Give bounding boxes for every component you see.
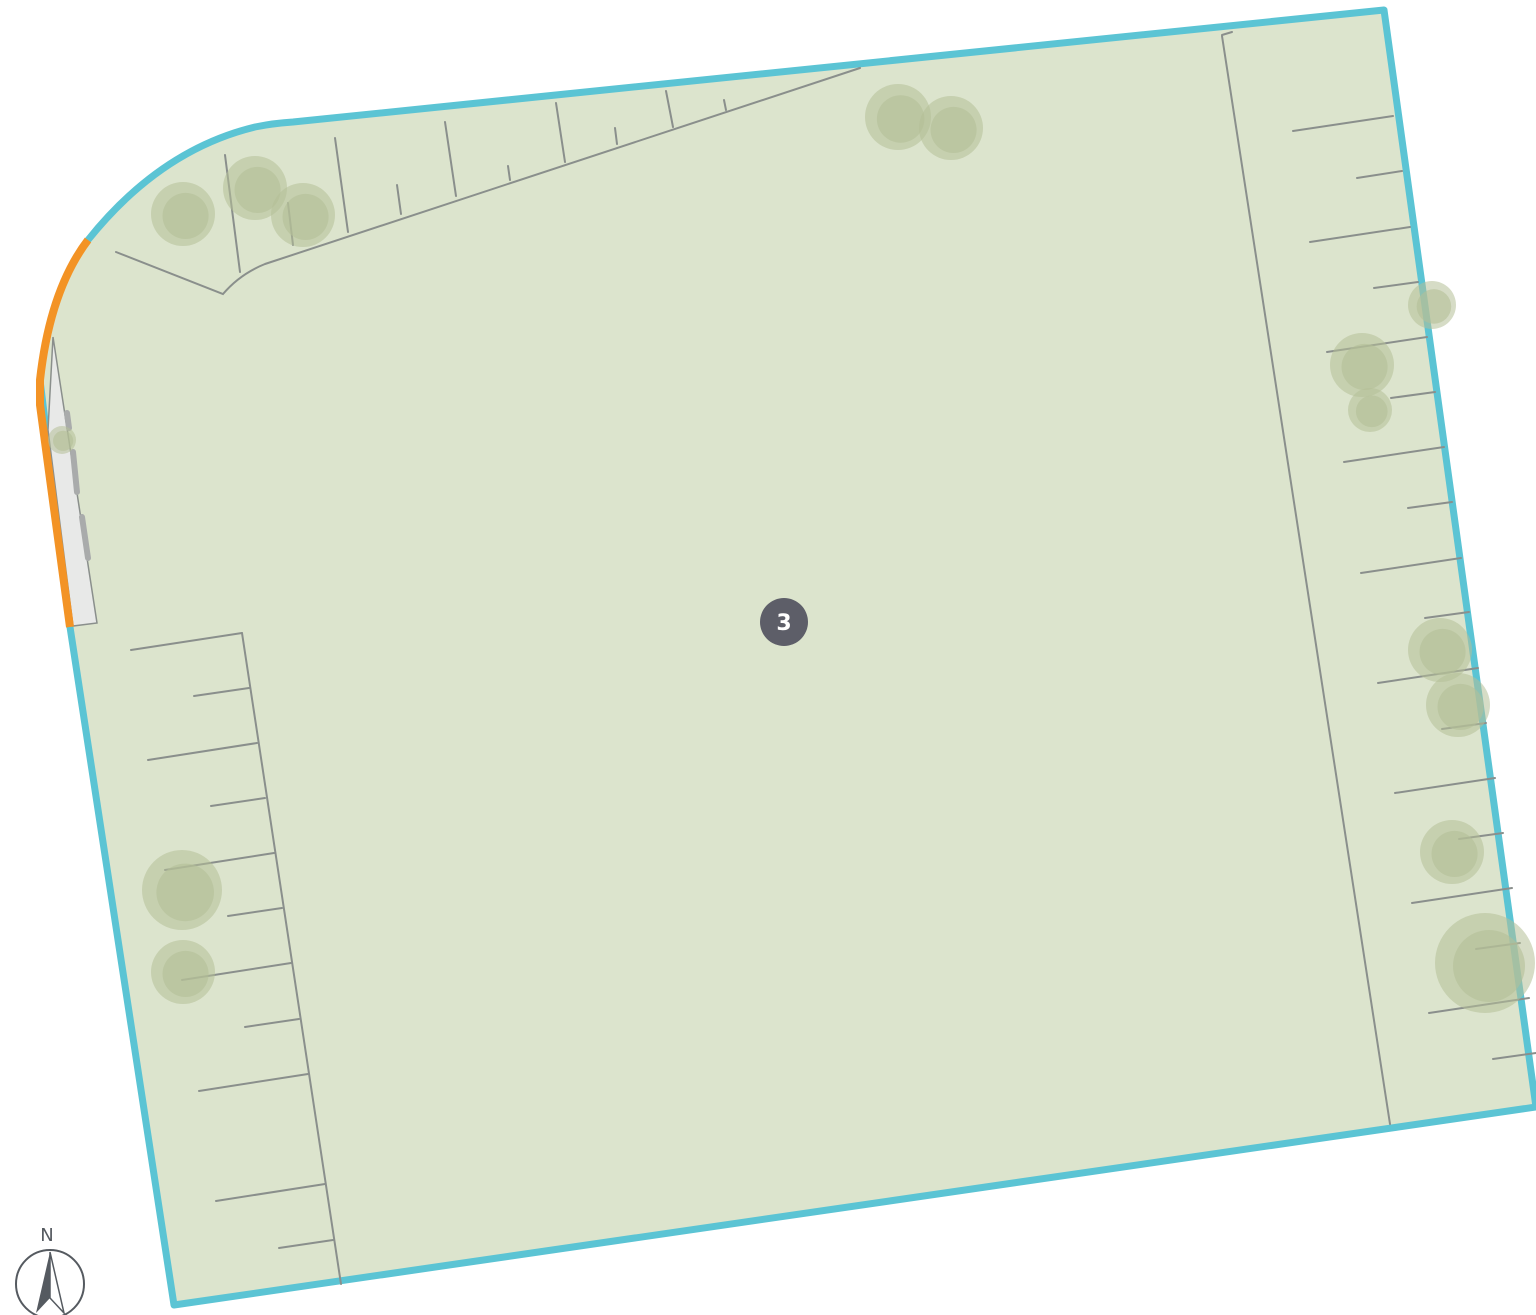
tree-canopy-icon (142, 850, 222, 930)
lot-number-label: 3 (776, 611, 791, 636)
tree-canopy-icon (1435, 913, 1535, 1013)
frontage-highlight (36, 237, 92, 628)
north-arrow-icon (15, 1249, 85, 1315)
tree-canopy-icon (48, 426, 76, 454)
tree-canopy-icon (271, 183, 335, 247)
tree-canopy-icon (1420, 820, 1484, 884)
north-arrow: N (15, 1225, 85, 1315)
north-label: N (40, 1225, 53, 1246)
footpath-bollards (64, 410, 91, 561)
lot-marker[interactable]: 3 (760, 598, 808, 646)
tree-canopy-icon (865, 84, 931, 150)
tree-canopy-icon (151, 182, 215, 246)
tree-canopy-icon (1330, 333, 1394, 397)
tree-canopy-icon (151, 940, 215, 1004)
tree-canopy-icon (223, 156, 287, 220)
tree-canopy-icon (1408, 618, 1472, 682)
lot-marker-circle (760, 598, 808, 646)
tree-canopy-icon (1348, 388, 1392, 432)
tree-canopy-icon (1408, 281, 1456, 329)
tree-canopy-icon (1426, 673, 1490, 737)
tree-canopy-icon (919, 96, 983, 160)
trees (48, 84, 1535, 1013)
